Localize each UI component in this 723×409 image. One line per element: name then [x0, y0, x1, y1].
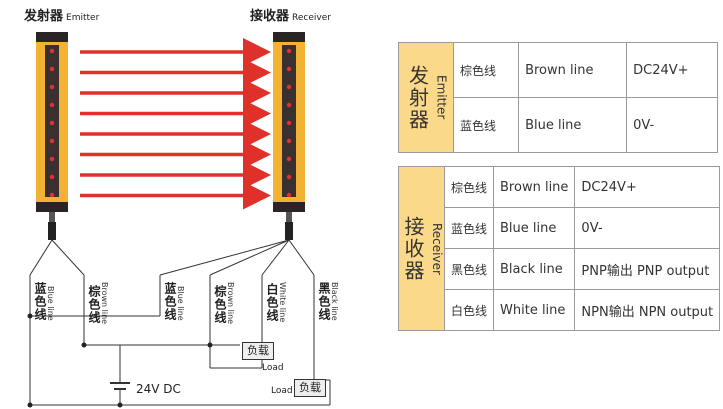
receiver-row-brown-val: DC24V+	[574, 166, 721, 208]
emitter-led-5	[49, 120, 55, 126]
load-box-white: 负载	[242, 342, 274, 360]
wire-label-receiver-brown: 棕色线Brown line	[213, 282, 235, 325]
receiver-row-blue-cn: 蓝色线	[443, 207, 495, 249]
emitter-title-cn: 发射器	[24, 9, 64, 24]
emitter-led-7	[49, 156, 55, 162]
receiver-wires	[159, 239, 315, 380]
wire-label-receiver-blue: 蓝色线Blue line	[163, 282, 185, 321]
wire-label-receiver-black: 黑色线Black line	[317, 282, 339, 321]
junction-dots	[27, 313, 213, 408]
battery-symbol	[110, 382, 130, 395]
receiver-row-brown-en: Brown line	[493, 166, 576, 208]
receiver-row-white-val: NPN输出 NPN output	[574, 289, 721, 331]
emitter-table-head-en: Emitter	[434, 75, 449, 120]
emitter-leds	[49, 48, 55, 198]
receiver-led-1	[286, 48, 292, 54]
load-label-white: Load	[262, 363, 284, 373]
load-box-black: 负载	[294, 379, 326, 397]
emitter-spec-table: 发射器 Emitter 棕色线 Brown line DC24V+ 蓝色线 Bl…	[398, 42, 718, 153]
receiver-spec-table: 接收器 Receiver 棕色线 Brown line DC24V+ 蓝色线 B…	[398, 166, 721, 331]
emitter-led-2	[49, 66, 55, 72]
receiver-leds	[286, 48, 292, 198]
receiver-led-8	[286, 174, 292, 180]
emitter-led-8	[49, 174, 55, 180]
emitter-table-head-cn: 发射器	[405, 64, 430, 131]
emitter-row-blue-en: Blue line	[518, 97, 628, 153]
wire-label-receiver-white: 白色线White line	[265, 282, 287, 323]
emitter-led-6	[49, 138, 55, 144]
receiver-row-blue-val: 0V-	[574, 207, 721, 249]
emitter-title-en: Emitter	[66, 13, 100, 23]
receiver-table-head-en: Receiver	[430, 222, 444, 275]
emitter-bar	[36, 32, 68, 240]
power-label: 24V DC	[136, 382, 181, 396]
receiver-led-2	[286, 66, 292, 72]
emitter-wires	[29, 239, 85, 405]
receiver-bar	[273, 32, 305, 240]
beam-arrows	[80, 38, 271, 210]
emitter-led-3	[49, 84, 55, 90]
receiver-led-9	[286, 192, 292, 198]
receiver-led-6	[286, 138, 292, 144]
bus-lines	[30, 315, 331, 406]
wire-label-emitter-brown: 棕色线Brown line	[87, 282, 109, 325]
receiver-row-blue-en: Blue line	[493, 207, 576, 249]
receiver-row-black-val: PNP输出 PNP output	[574, 248, 721, 290]
receiver-title-en: Receiver	[292, 13, 331, 23]
receiver-row-black-en: Black line	[493, 248, 576, 290]
receiver-led-5	[286, 120, 292, 126]
emitter-led-9	[49, 192, 55, 198]
wire-label-emitter-blue: 蓝色线Blue line	[33, 282, 55, 321]
emitter-row-brown-val: DC24V+	[626, 42, 718, 98]
emitter-table-head: 发射器 Emitter	[398, 42, 454, 153]
receiver-led-7	[286, 156, 292, 162]
emitter-led-1	[49, 48, 55, 54]
receiver-row-white-cn: 白色线	[443, 289, 495, 331]
receiver-row-black-cn: 黑色线	[443, 248, 495, 290]
receiver-title-cn: 接收器	[250, 9, 290, 24]
receiver-led-4	[286, 102, 292, 108]
receiver-table-head-cn: 接收器	[401, 215, 425, 282]
receiver-led-3	[286, 84, 292, 90]
receiver-table-head: 接收器 Receiver	[398, 166, 445, 331]
emitter-row-brown-en: Brown line	[518, 42, 628, 98]
load-label-black: Load	[271, 386, 293, 396]
emitter-row-blue-cn: 蓝色线	[452, 97, 520, 153]
emitter-row-brown-cn: 棕色线	[452, 42, 520, 98]
emitter-led-4	[49, 102, 55, 108]
emitter-row-blue-val: 0V-	[626, 97, 718, 153]
receiver-row-brown-cn: 棕色线	[443, 166, 495, 208]
receiver-row-white-en: White line	[493, 289, 576, 331]
